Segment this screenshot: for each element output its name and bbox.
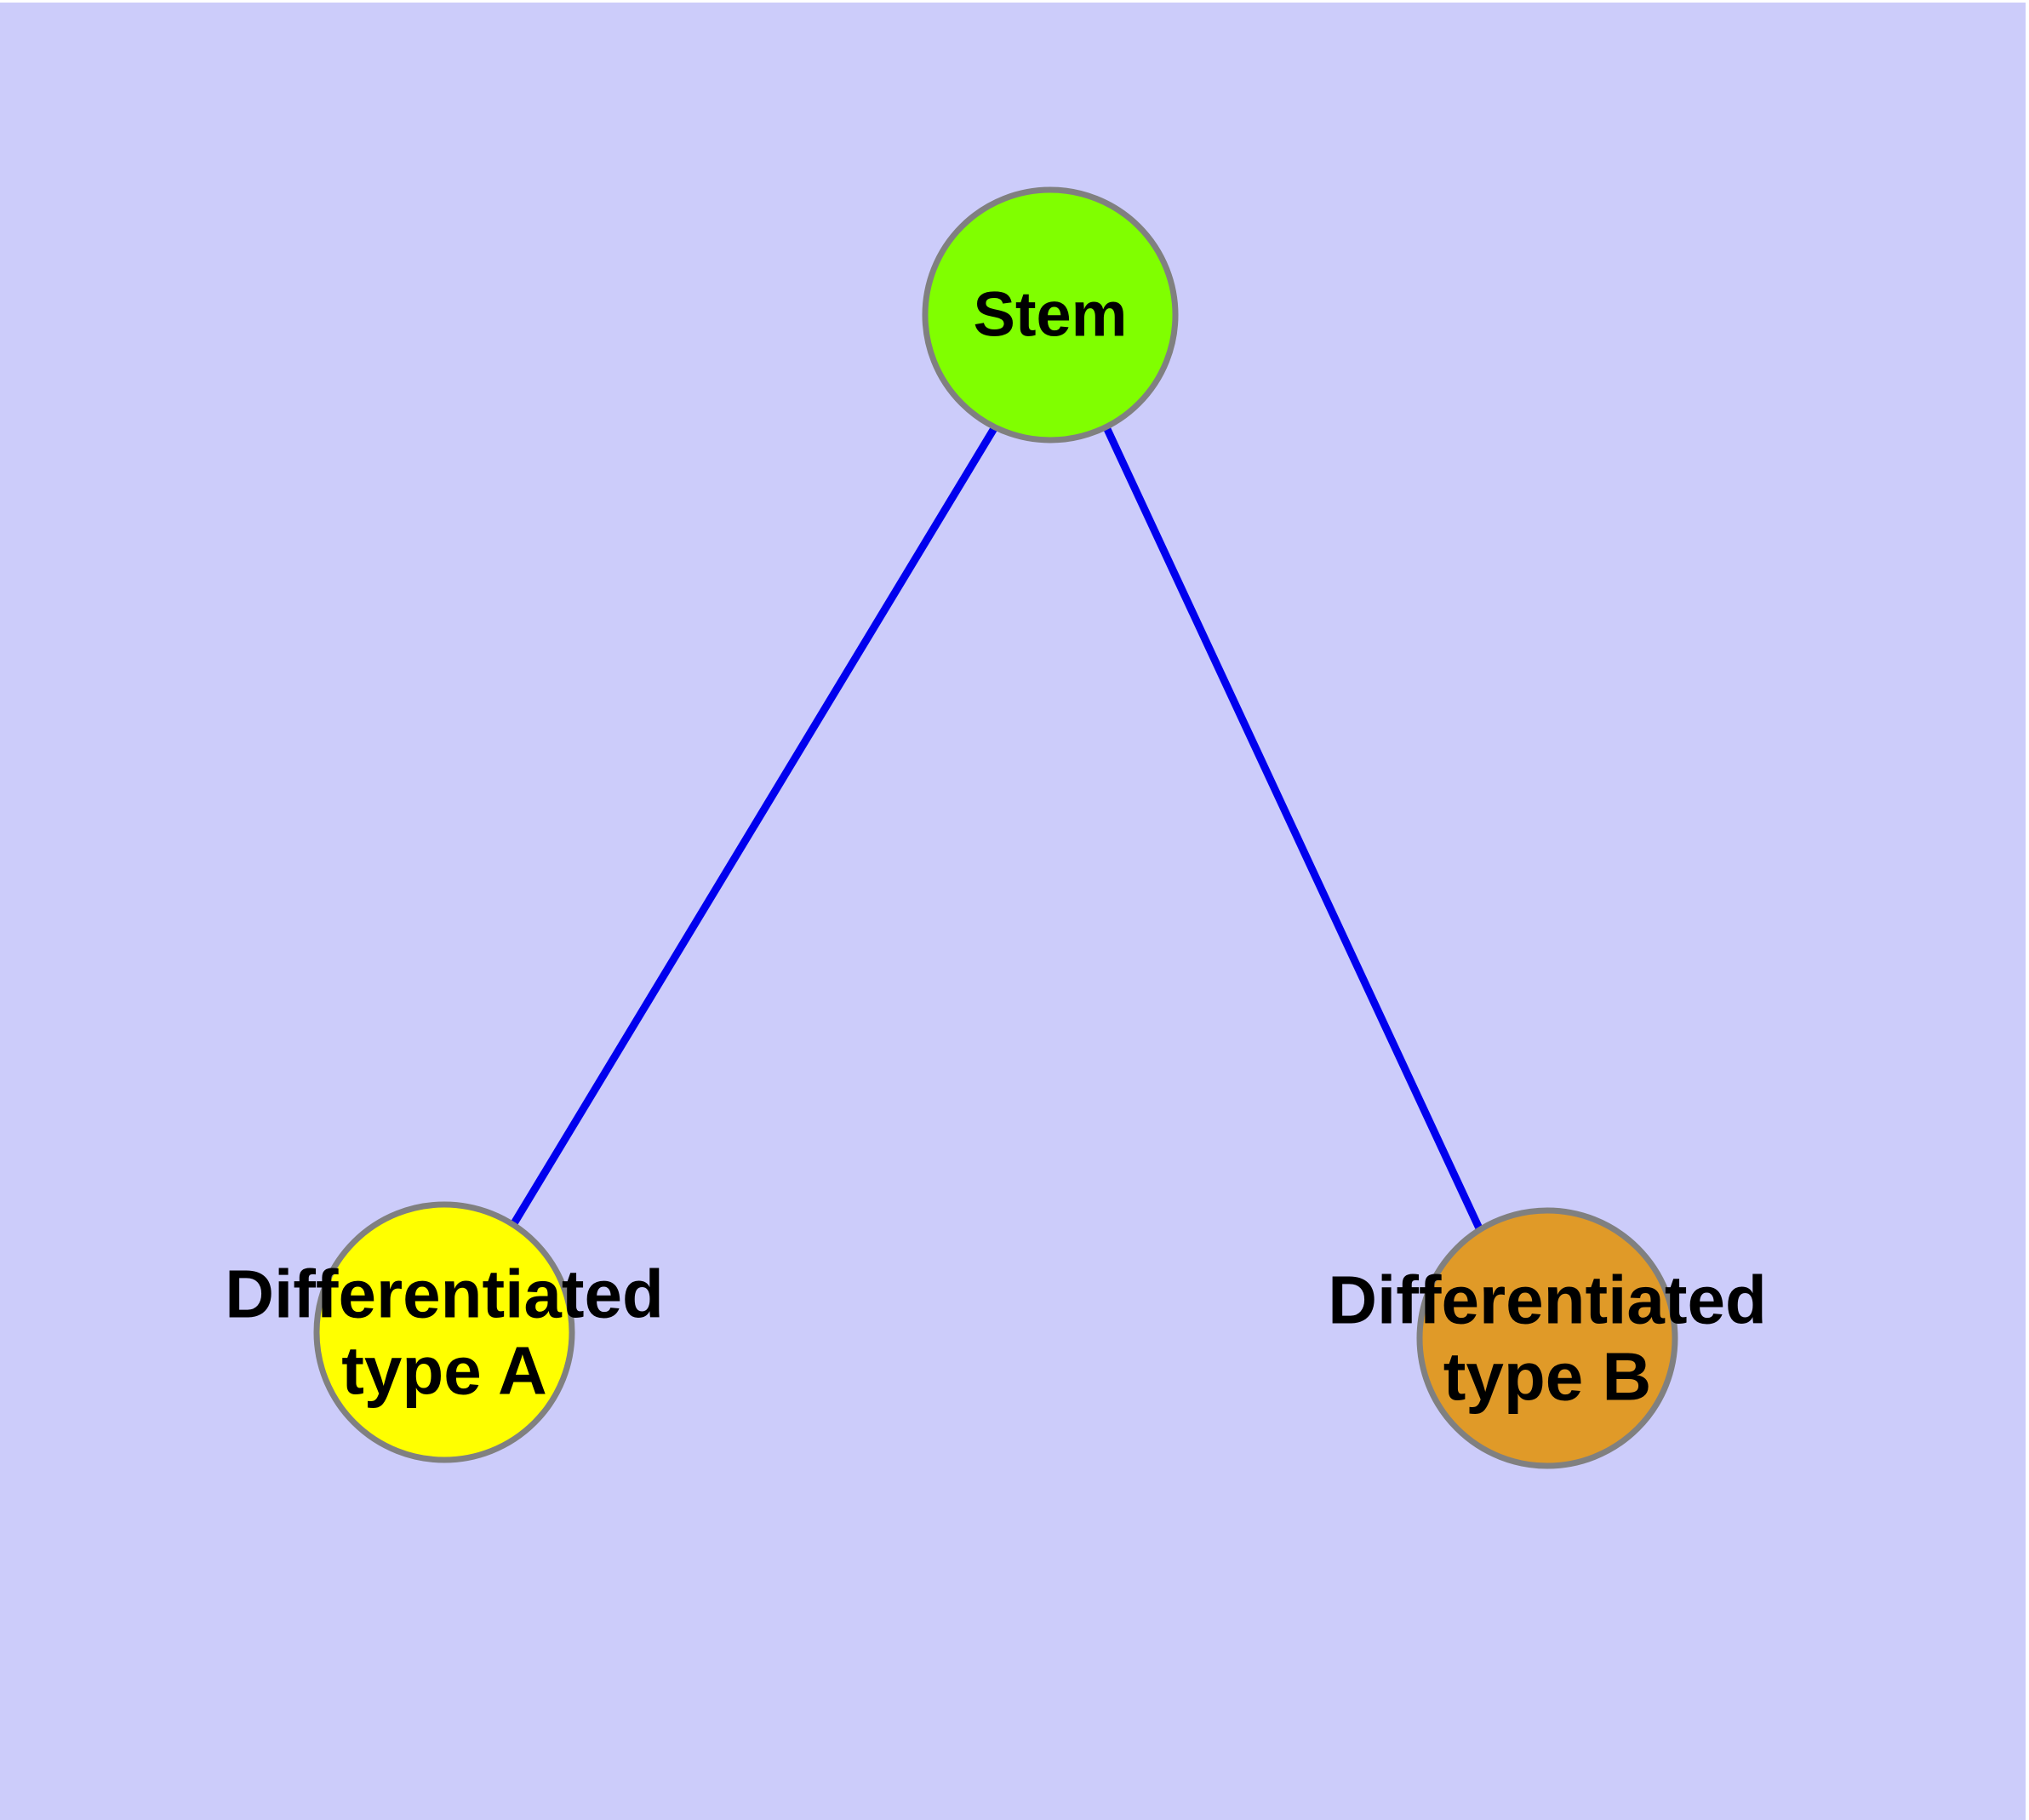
edge-stem-to-diff-a [503, 423, 999, 1239]
node-stem[interactable] [922, 186, 1179, 444]
edges-layer [503, 423, 1489, 1243]
edge-stem-to-diff-b [1102, 426, 1489, 1243]
node-differentiated-type-a[interactable] [313, 1201, 575, 1463]
node-differentiated-type-b[interactable] [1416, 1207, 1678, 1469]
nodes-layer [313, 186, 1678, 1469]
